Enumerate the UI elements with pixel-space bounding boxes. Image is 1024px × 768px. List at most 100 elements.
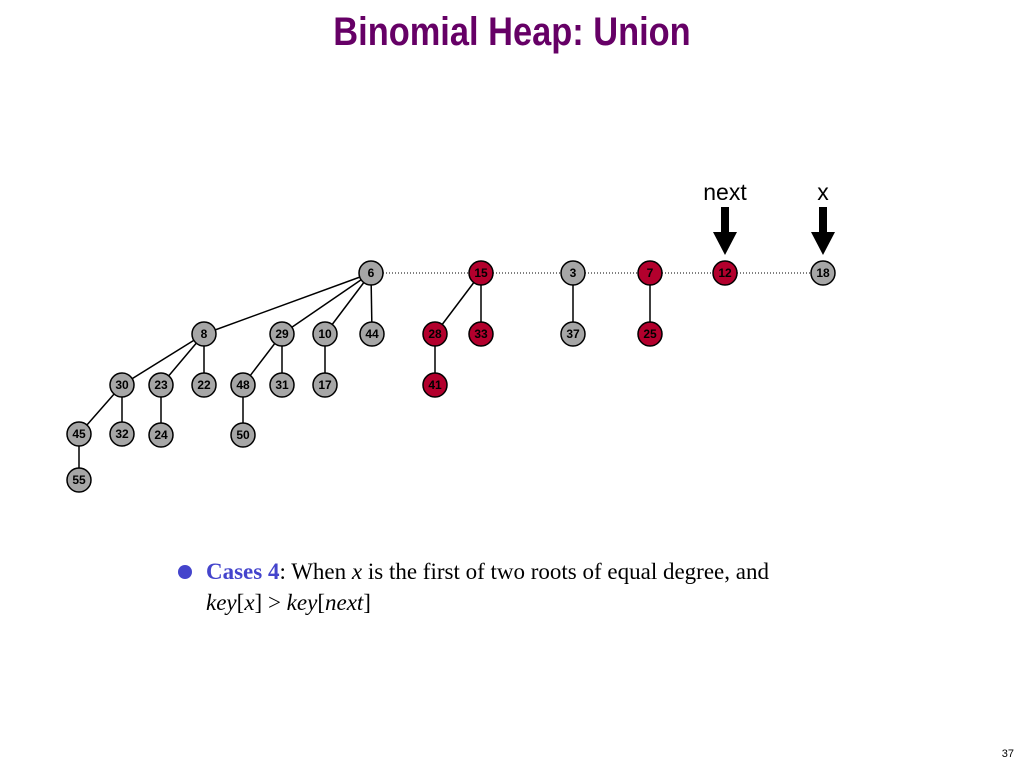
node-label: 24 — [154, 428, 168, 442]
node-55: 55 — [66, 467, 92, 493]
node-circle — [637, 321, 663, 347]
key-label: key — [206, 590, 237, 615]
node-37: 37 — [560, 321, 586, 347]
node-10: 10 — [312, 321, 338, 347]
node-circle — [148, 372, 174, 398]
case-description: Cases 4: When x is the first of two root… — [178, 556, 878, 618]
node-circle — [560, 260, 586, 286]
node-label: 30 — [115, 378, 129, 392]
node-30: 30 — [109, 372, 135, 398]
node-label: 8 — [201, 327, 208, 341]
node-12: 12 — [712, 260, 738, 286]
pointer-next: next — [703, 179, 747, 255]
node-label: 6 — [368, 266, 375, 280]
node-45: 45 — [66, 421, 92, 447]
node-31: 31 — [269, 372, 295, 398]
node-circle — [560, 321, 586, 347]
pointer-label-x: x — [817, 179, 829, 205]
pointer-label-next: next — [703, 179, 747, 205]
node-24: 24 — [148, 422, 174, 448]
node-3: 3 — [560, 260, 586, 286]
case-text: Cases 4: When x is the first of two root… — [206, 556, 878, 618]
node-circle — [468, 260, 494, 286]
node-44: 44 — [359, 321, 385, 347]
bracket: ] — [363, 590, 371, 615]
node-33: 33 — [468, 321, 494, 347]
node-28: 28 — [422, 321, 448, 347]
node-label: 3 — [570, 266, 577, 280]
slide-title: Binomial Heap: Union — [333, 10, 691, 54]
node-circle — [810, 260, 836, 286]
node-circle — [269, 321, 295, 347]
node-circle — [359, 321, 385, 347]
node-22: 22 — [191, 372, 217, 398]
node-48: 48 — [230, 372, 256, 398]
node-circle — [191, 321, 217, 347]
case-text-part: : When — [279, 559, 352, 584]
node-circle — [358, 260, 384, 286]
node-label: 48 — [236, 378, 250, 392]
node-label: 32 — [115, 427, 129, 441]
bracket: [ — [317, 590, 325, 615]
node-circle — [230, 422, 256, 448]
node-label: 10 — [318, 327, 332, 341]
node-label: 18 — [816, 266, 830, 280]
node-circle — [312, 321, 338, 347]
node-41: 41 — [422, 372, 448, 398]
node-label: 7 — [647, 266, 654, 280]
node-label: 17 — [318, 378, 332, 392]
edge-6-8 — [203, 272, 372, 335]
node-circle — [109, 372, 135, 398]
node-7: 7 — [637, 260, 663, 286]
node-label: 50 — [236, 428, 250, 442]
page-number: 37 — [1001, 748, 1014, 760]
case-label: Cases 4 — [206, 559, 280, 584]
node-label: 44 — [365, 327, 379, 341]
var-x: x — [244, 590, 255, 615]
node-label: 12 — [718, 266, 732, 280]
node-circle — [637, 260, 663, 286]
node-label: 25 — [643, 327, 657, 341]
node-label: 23 — [154, 378, 168, 392]
bullet-icon — [178, 565, 192, 579]
node-circle — [66, 421, 92, 447]
node-label: 31 — [275, 378, 289, 392]
node-label: 15 — [474, 266, 488, 280]
node-25: 25 — [637, 321, 663, 347]
node-23: 23 — [148, 372, 174, 398]
node-circle — [109, 421, 135, 447]
down-arrow-icon — [811, 207, 835, 255]
node-50: 50 — [230, 422, 256, 448]
node-label: 33 — [474, 327, 488, 341]
pointers: next x — [703, 179, 835, 255]
node-label: 55 — [72, 473, 86, 487]
node-circle — [191, 372, 217, 398]
node-label: 37 — [566, 327, 580, 341]
node-circle — [422, 372, 448, 398]
node-circle — [422, 321, 448, 347]
key-label: key — [286, 590, 318, 615]
var-next: next — [324, 590, 364, 615]
node-circle — [148, 422, 174, 448]
node-18: 18 — [810, 260, 836, 286]
node-29: 29 — [269, 321, 295, 347]
node-circle — [468, 321, 494, 347]
pointer-x: x — [811, 179, 835, 255]
bracket: [ — [236, 590, 245, 615]
node-6: 6 — [358, 260, 384, 286]
node-32: 32 — [109, 421, 135, 447]
comparison: ] > — [254, 590, 287, 615]
node-label: 45 — [72, 427, 86, 441]
var-x: x — [351, 559, 363, 584]
node-circle — [66, 467, 92, 493]
edge-8-30 — [121, 333, 205, 386]
edge-6-29 — [281, 272, 372, 335]
node-17: 17 — [312, 372, 338, 398]
node-15: 15 — [468, 260, 494, 286]
node-circle — [312, 372, 338, 398]
node-circle — [269, 372, 295, 398]
node-8: 8 — [191, 321, 217, 347]
